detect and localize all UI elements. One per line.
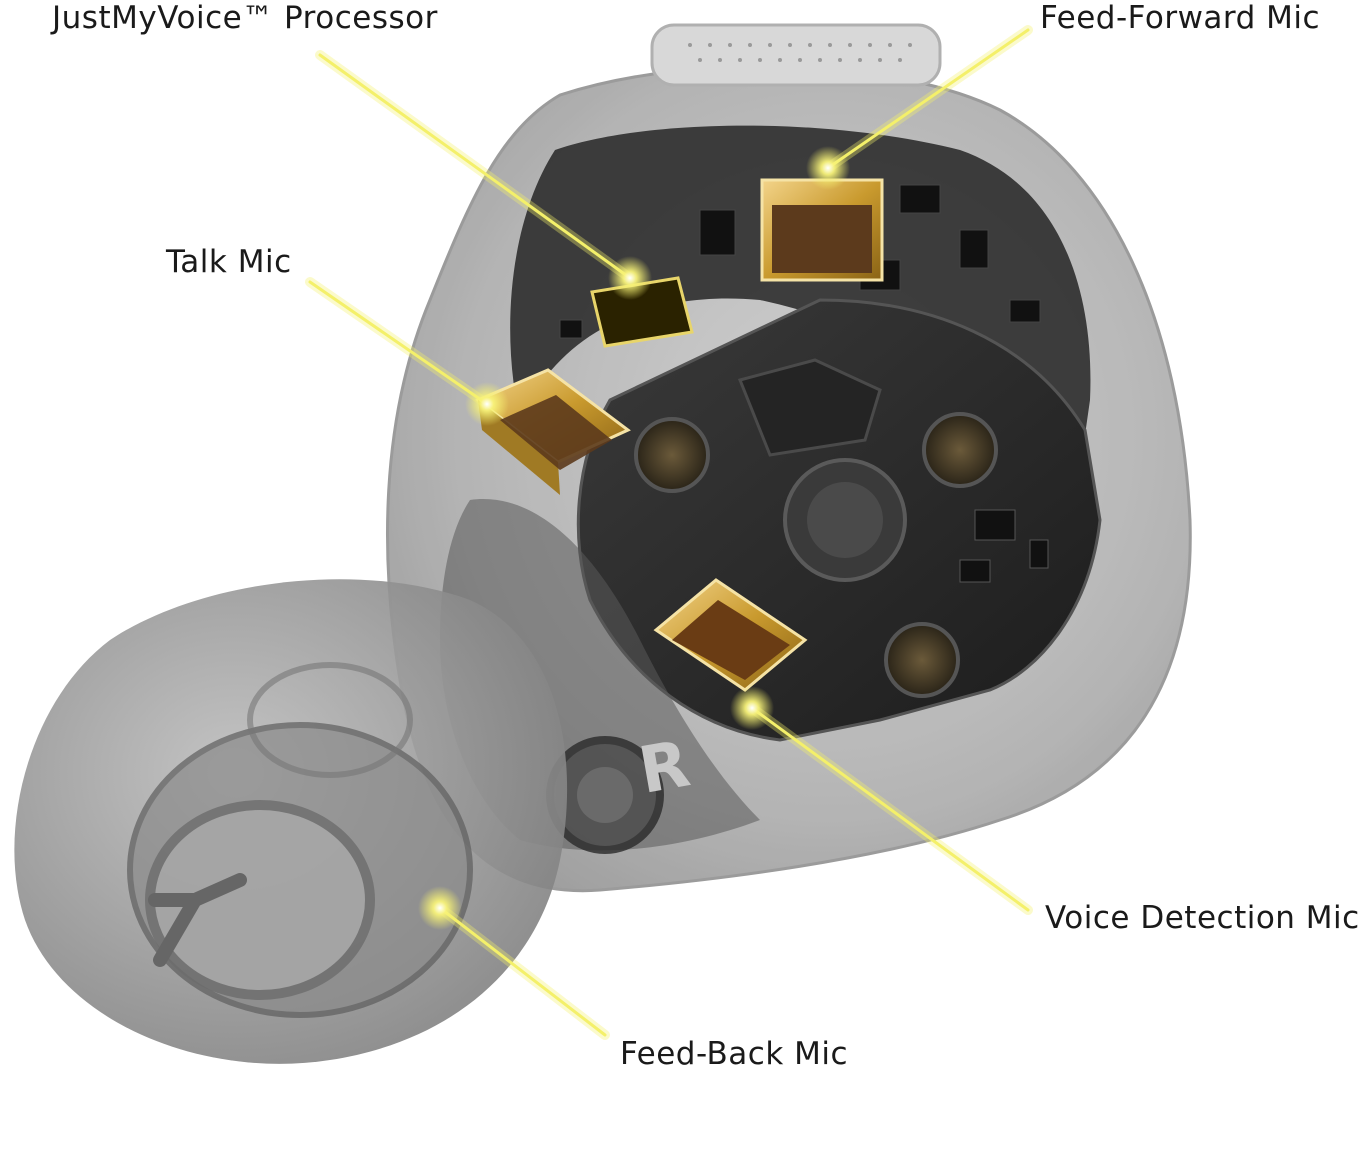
highlight-points — [418, 146, 850, 930]
voice-detection-mic-chip — [653, 578, 808, 692]
top-grille — [650, 23, 942, 87]
board-hole — [884, 622, 960, 698]
talk-mic-label: Talk Mic — [166, 244, 292, 280]
leader-lines — [305, 25, 1033, 1040]
voice-detection-mic-label: Voice Detection Mic — [1045, 900, 1360, 936]
feed-forward-mic-chip — [760, 178, 884, 282]
feed-back-mic-label: Feed-Back Mic — [620, 1036, 849, 1072]
board-pentagon — [737, 358, 882, 457]
internal-board-back — [510, 125, 1091, 470]
voice-detection-point — [730, 686, 774, 730]
board-hole — [634, 417, 710, 493]
feed-back-point — [418, 886, 462, 930]
processor-label: JustMyVoice™ Processor — [52, 0, 438, 36]
feed-forward-point — [806, 146, 850, 190]
talk-point — [465, 382, 509, 426]
board-hole — [922, 412, 998, 488]
processor-point — [608, 256, 652, 300]
feed-forward-mic-label: Feed-Forward Mic — [1040, 0, 1321, 36]
talk-mic-chip — [475, 368, 631, 495]
